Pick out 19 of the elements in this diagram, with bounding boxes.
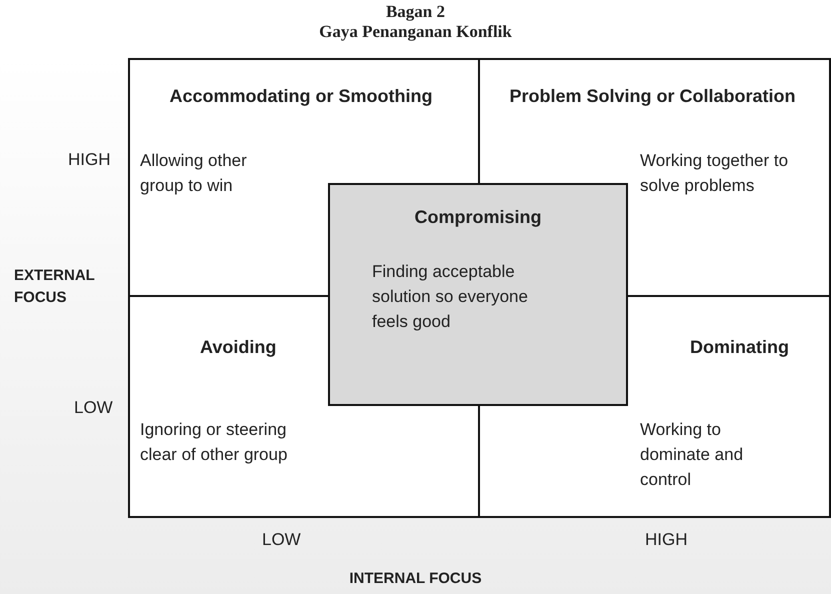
axis-title: INTERNAL FOCUS (348, 569, 483, 589)
box-heading: Accommodating or Smoothing (168, 86, 434, 107)
box-heading: Problem Solving or Collaboration (508, 86, 797, 107)
axis-tick-label: HIGH (68, 150, 110, 170)
center-box (328, 183, 628, 406)
axis-tick-label: LOW (262, 530, 301, 550)
axis-tick-label: HIGH (645, 530, 688, 550)
box-text: Working together to solve problems (640, 150, 790, 197)
chart-number: Bagan 2 (384, 2, 446, 22)
box-text: Working to dominate and control (640, 419, 744, 491)
box-heading: Avoiding (200, 337, 276, 358)
box-text: Ignoring or steering clear of other group (140, 419, 288, 466)
box-heading: Compromising (413, 207, 542, 228)
diagram-title: Gaya Penanganan Konflik (318, 22, 513, 42)
axis-title: EXTERNAL FOCUS (14, 266, 96, 308)
box-text: Finding acceptable solution so everyone feels good (372, 261, 529, 333)
box-text: Allowing other group to win (140, 150, 248, 197)
box-heading: Dominating (690, 337, 789, 358)
axis-tick-label: LOW (74, 398, 113, 418)
